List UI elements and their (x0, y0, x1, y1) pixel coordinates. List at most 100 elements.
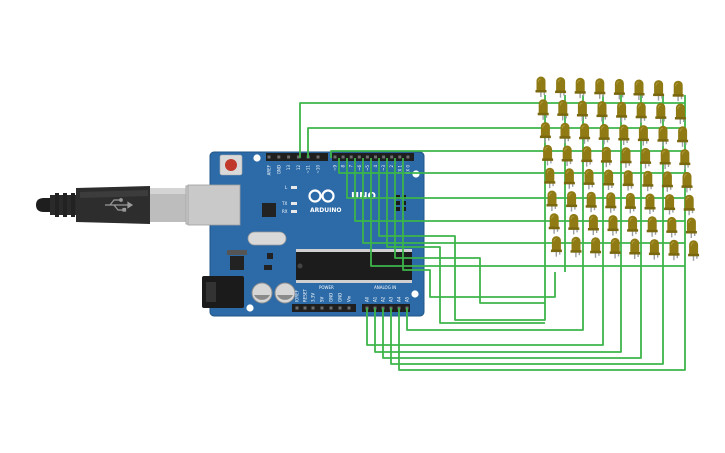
led[interactable] (648, 239, 660, 260)
led[interactable] (642, 170, 654, 192)
led[interactable] (587, 214, 599, 236)
led[interactable] (661, 171, 673, 192)
led[interactable] (539, 122, 551, 143)
led[interactable] (548, 213, 560, 234)
led[interactable] (555, 77, 567, 98)
led[interactable] (535, 76, 547, 98)
led[interactable] (672, 80, 684, 102)
wire[interactable] (382, 272, 642, 359)
led[interactable] (668, 239, 680, 261)
led[interactable] (557, 99, 569, 121)
led[interactable] (655, 102, 667, 124)
led[interactable] (629, 238, 641, 260)
wire[interactable] (402, 158, 556, 298)
led[interactable] (605, 192, 617, 213)
led[interactable] (681, 171, 693, 193)
led[interactable] (688, 240, 700, 261)
power-pin[interactable] (311, 306, 315, 310)
wire[interactable] (378, 158, 546, 321)
led[interactable] (679, 149, 691, 170)
led[interactable] (627, 215, 639, 237)
led[interactable] (613, 78, 625, 100)
digital-pin[interactable] (374, 155, 377, 159)
led[interactable] (657, 125, 669, 147)
reset-button[interactable] (219, 154, 243, 176)
led[interactable] (607, 215, 619, 236)
digital-pin[interactable] (333, 155, 337, 159)
led[interactable] (566, 191, 578, 212)
led[interactable] (542, 144, 554, 166)
digital-pin[interactable] (398, 155, 402, 159)
digital-pin[interactable] (316, 155, 320, 159)
led[interactable] (640, 147, 652, 169)
wire[interactable] (386, 158, 545, 324)
power-pin[interactable] (338, 306, 342, 310)
led[interactable] (550, 236, 562, 257)
led[interactable] (637, 125, 649, 146)
wire[interactable] (398, 272, 686, 371)
led[interactable] (646, 216, 658, 237)
led[interactable] (622, 170, 634, 191)
digital-pin[interactable] (406, 155, 410, 159)
wire[interactable] (330, 150, 545, 158)
led[interactable] (674, 103, 686, 125)
led[interactable] (594, 78, 606, 99)
power-pin[interactable] (329, 306, 333, 310)
digital-pin[interactable] (287, 155, 291, 159)
led[interactable] (596, 101, 608, 122)
power-pin[interactable] (347, 306, 351, 310)
wire[interactable] (338, 158, 545, 174)
led[interactable] (585, 191, 597, 213)
led[interactable] (609, 237, 621, 259)
led[interactable] (664, 194, 676, 215)
led[interactable] (600, 146, 612, 168)
power-pin[interactable] (320, 306, 324, 310)
wire[interactable] (370, 158, 545, 267)
led[interactable] (537, 99, 549, 120)
wire[interactable] (374, 272, 622, 353)
led[interactable] (581, 146, 593, 167)
led[interactable] (590, 237, 602, 258)
wire[interactable] (390, 272, 664, 365)
power-pin-header[interactable] (292, 304, 356, 312)
led[interactable] (624, 192, 636, 214)
digital-pin[interactable] (341, 155, 345, 159)
wire[interactable] (406, 272, 584, 331)
led[interactable] (544, 167, 556, 189)
led[interactable] (666, 216, 678, 238)
led[interactable] (644, 193, 656, 215)
led[interactable] (563, 168, 575, 189)
led[interactable] (576, 100, 588, 122)
led[interactable] (653, 80, 665, 101)
led[interactable] (546, 190, 558, 212)
wire[interactable] (299, 102, 545, 158)
led[interactable] (598, 123, 610, 145)
led[interactable] (568, 213, 580, 235)
led[interactable] (603, 169, 615, 191)
analog-pin-header[interactable] (362, 304, 410, 312)
led[interactable] (561, 145, 573, 167)
led[interactable] (559, 122, 571, 144)
led[interactable] (635, 102, 647, 123)
led[interactable] (616, 101, 628, 123)
wire[interactable] (354, 158, 545, 222)
led[interactable] (574, 77, 586, 99)
power-pin[interactable] (303, 306, 307, 310)
wire[interactable] (366, 272, 604, 346)
wire[interactable] (362, 158, 545, 244)
digital-pin[interactable] (357, 155, 361, 159)
led[interactable] (659, 148, 671, 170)
wire[interactable] (307, 127, 545, 158)
led[interactable] (579, 123, 591, 144)
digital-pin[interactable] (267, 155, 271, 159)
digital-pin[interactable] (277, 155, 281, 159)
led[interactable] (620, 147, 632, 168)
led[interactable] (618, 124, 630, 146)
power-pin[interactable] (295, 306, 299, 310)
led[interactable] (583, 168, 595, 190)
digital-pin[interactable] (349, 155, 353, 159)
led[interactable] (570, 236, 582, 258)
wire[interactable] (394, 158, 545, 304)
led[interactable] (677, 126, 689, 147)
